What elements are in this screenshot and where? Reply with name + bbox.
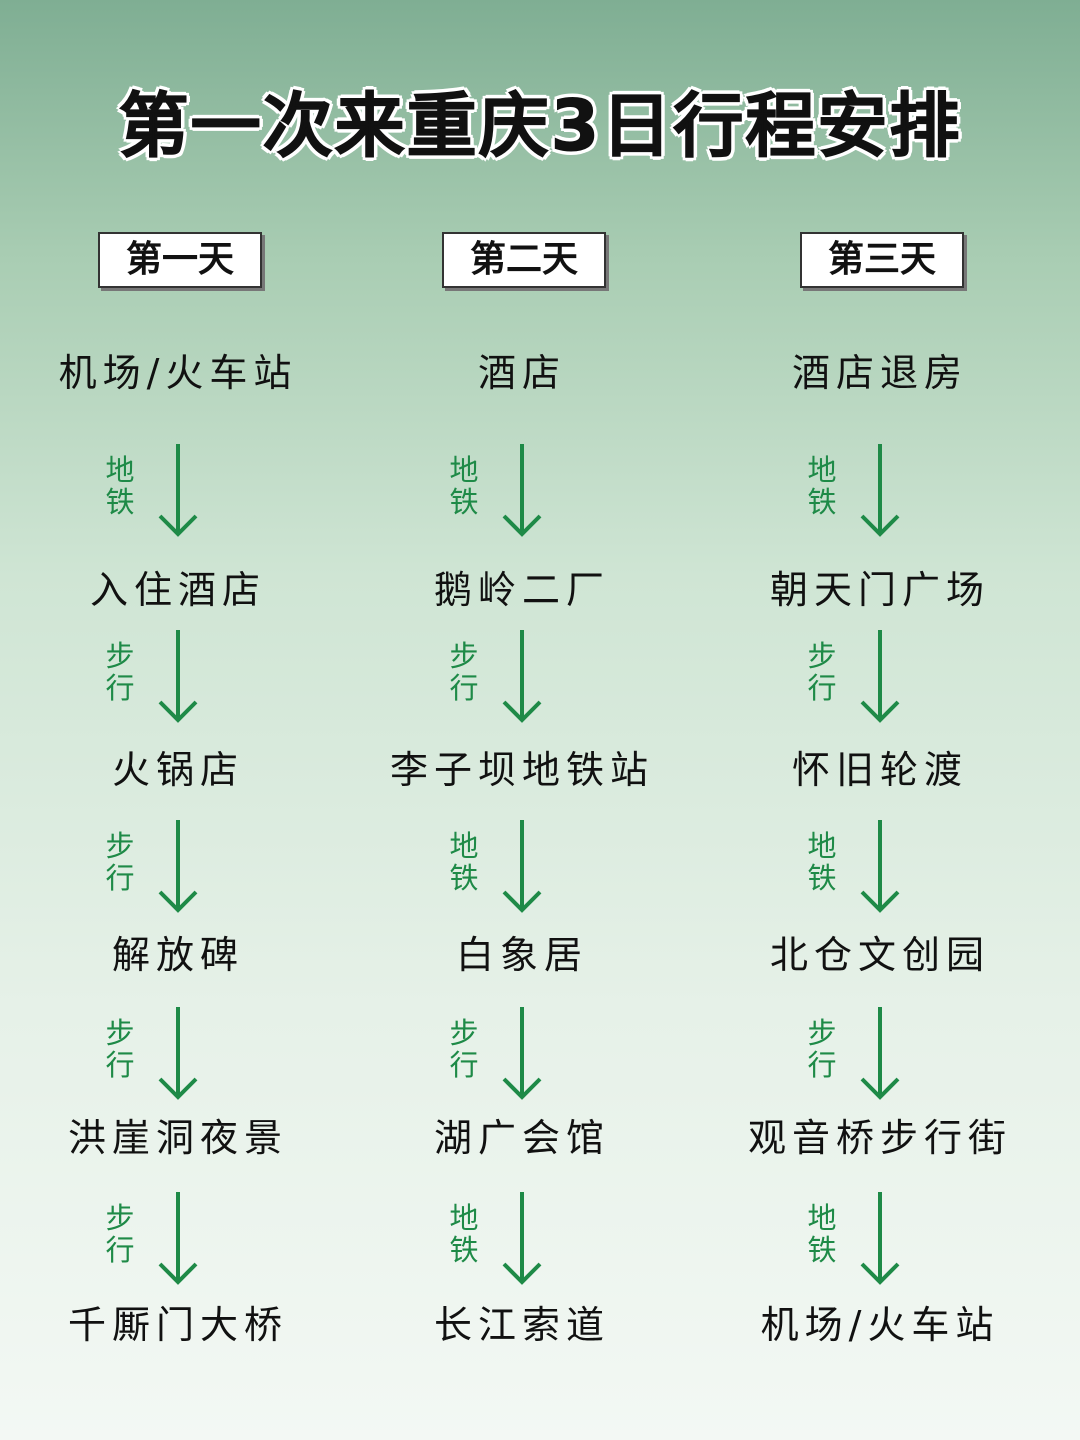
arrow-down-icon: [156, 628, 200, 728]
stop-label: 火锅店: [111, 748, 244, 792]
stop-label: 朝天门广场: [769, 568, 990, 612]
transport-mode: 步行: [449, 1016, 479, 1082]
arrow-down-icon: [156, 818, 200, 918]
transport-mode: 步行: [105, 1201, 135, 1267]
stop-label: 千厮门大桥: [67, 1303, 288, 1347]
arrow-down-icon: [858, 1005, 902, 1105]
arrow-down-icon: [858, 818, 902, 918]
arrow-down-icon: [858, 1190, 902, 1290]
stop-label: 入住酒店: [89, 568, 266, 612]
stop-label: 湖广会馆: [433, 1116, 610, 1160]
day-label: 第三天: [800, 232, 964, 288]
arrow-down-icon: [500, 1005, 544, 1105]
arrow-down-icon: [500, 1190, 544, 1290]
stop-label: 酒店: [477, 351, 566, 395]
arrow-down-icon: [858, 628, 902, 728]
day-label: 第二天: [442, 232, 606, 288]
stop-label: 解放碑: [111, 933, 244, 977]
transport-mode: 地铁: [449, 453, 479, 519]
arrow-down-icon: [500, 818, 544, 918]
stop-label: 怀旧轮渡: [791, 748, 968, 792]
arrow-down-icon: [156, 442, 200, 542]
transport-mode: 地铁: [807, 453, 837, 519]
transport-mode: 步行: [807, 639, 837, 705]
arrow-down-icon: [156, 1005, 200, 1105]
stop-label: 长江索道: [433, 1303, 610, 1347]
transport-mode: 地铁: [807, 1201, 837, 1267]
arrow-down-icon: [156, 1190, 200, 1290]
transport-mode: 地铁: [105, 453, 135, 519]
arrow-down-icon: [858, 442, 902, 542]
page-title: 第一次来重庆3日行程安排: [118, 85, 962, 168]
stop-label: 洪崖洞夜景: [67, 1116, 288, 1160]
stop-label: 北仓文创园: [769, 933, 990, 977]
transport-mode: 地铁: [449, 829, 479, 895]
stop-label: 机场/火车站: [760, 1303, 1000, 1347]
transport-mode: 地铁: [807, 829, 837, 895]
stop-label: 鹅岭二厂: [433, 568, 610, 612]
arrow-down-icon: [500, 628, 544, 728]
transport-mode: 地铁: [449, 1201, 479, 1267]
stop-label: 观音桥步行街: [747, 1116, 1012, 1160]
transport-mode: 步行: [807, 1016, 837, 1082]
transport-mode: 步行: [105, 639, 135, 705]
arrow-down-icon: [500, 442, 544, 542]
stop-label: 酒店退房: [791, 351, 968, 395]
transport-mode: 步行: [449, 639, 479, 705]
stop-label: 白象居: [455, 933, 588, 977]
day-label: 第一天: [98, 232, 262, 288]
transport-mode: 步行: [105, 829, 135, 895]
stop-label: 机场/火车站: [58, 351, 298, 395]
stop-label: 李子坝地铁站: [389, 748, 654, 792]
transport-mode: 步行: [105, 1016, 135, 1082]
